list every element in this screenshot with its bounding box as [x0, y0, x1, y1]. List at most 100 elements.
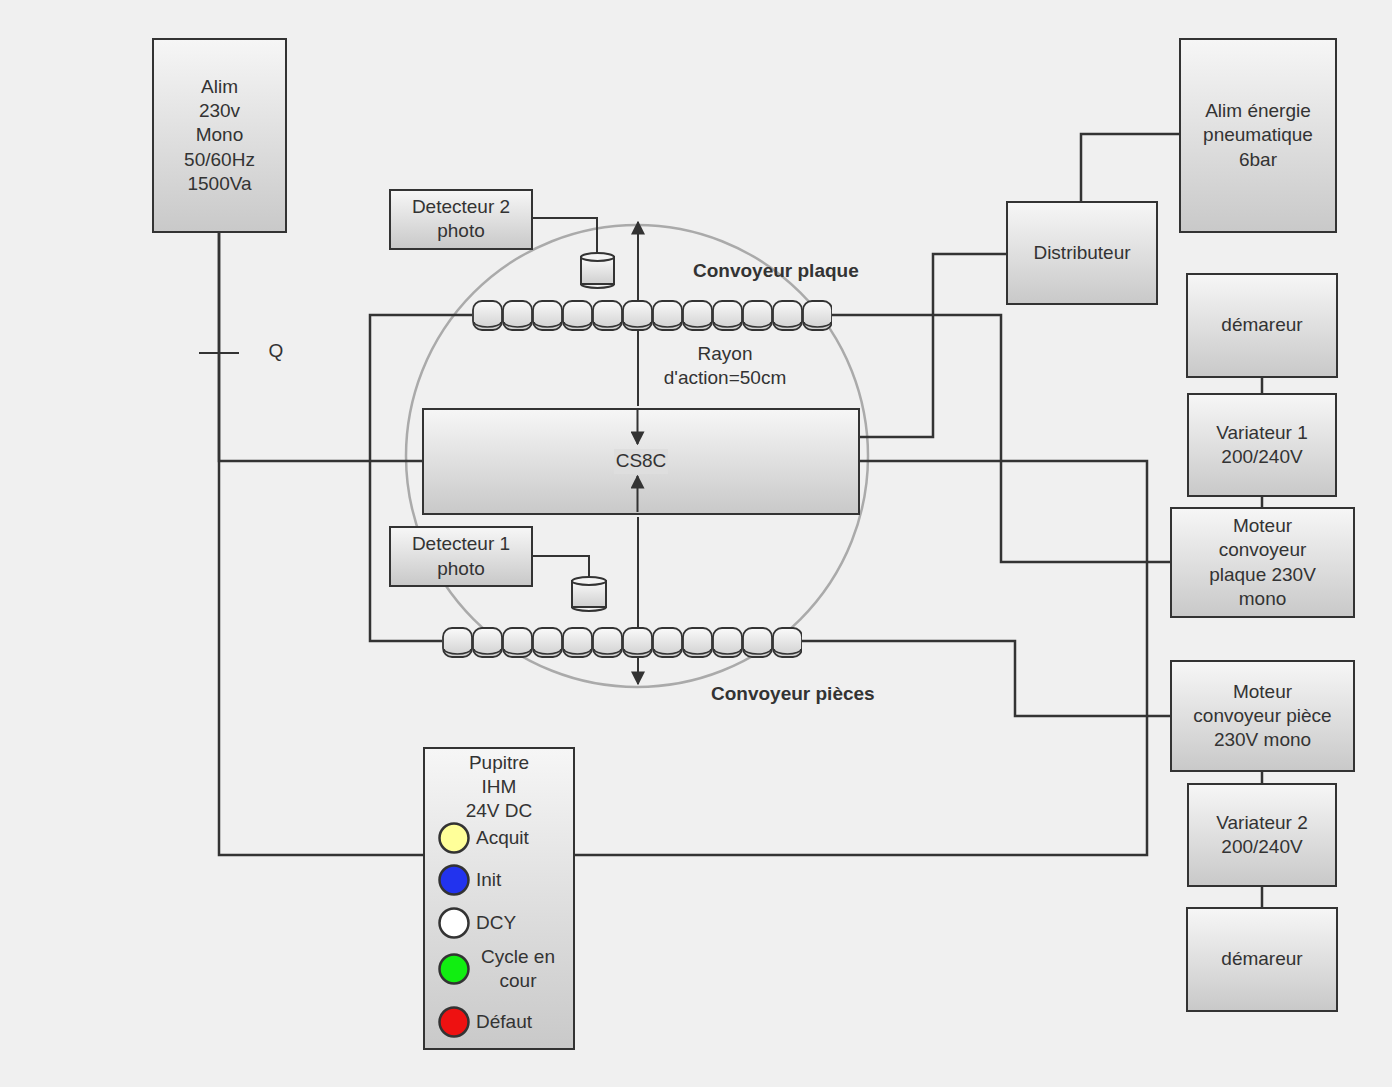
lamp-circle — [440, 955, 469, 984]
roller-edge — [624, 322, 651, 327]
roller — [743, 301, 772, 330]
box-label: Detecteur 2 photo — [396, 195, 526, 243]
roller-edge — [744, 322, 771, 327]
radius-arrow — [637, 517, 639, 684]
component-box: Variateur 1 200/240V — [1187, 393, 1337, 497]
radius-arrow — [637, 410, 639, 444]
radius-note: Rayon d'action=50cm — [640, 342, 810, 390]
wire — [1081, 134, 1179, 201]
component-box: Moteur convoyeur plaque 230V mono — [1170, 507, 1355, 618]
lamp-symbol — [438, 1006, 470, 1038]
roller — [503, 301, 532, 330]
roller-edge — [684, 649, 711, 654]
lamp-circle — [440, 909, 469, 938]
wire — [802, 641, 1170, 716]
roller — [653, 301, 682, 330]
wire — [1261, 497, 1264, 507]
indicator-light: Défaut — [438, 1006, 570, 1038]
box-label: Alim 230v Mono 50/60Hz 1500Va — [184, 75, 255, 196]
roller-edge — [534, 649, 561, 654]
roller-edge — [774, 322, 801, 327]
box-label: Distributeur — [1012, 241, 1152, 265]
box-label: démareur — [1192, 313, 1332, 337]
wire — [1261, 378, 1264, 393]
roller-edge — [594, 649, 621, 654]
roller — [713, 301, 742, 330]
lamp-label: Acquit — [476, 826, 529, 850]
component-box: Alim énergie pneumatique 6bar — [1179, 38, 1337, 233]
lamp-label: Init — [476, 868, 501, 892]
roller — [593, 301, 622, 330]
roller-edge — [654, 322, 681, 327]
breaker-label: Q — [266, 339, 286, 363]
roller — [533, 628, 562, 657]
conveyor-title: Convoyeur pièces — [711, 682, 875, 706]
sensor-wire — [533, 218, 597, 254]
roller — [683, 628, 712, 657]
component-box: démareur — [1186, 273, 1338, 378]
roller — [773, 301, 802, 330]
lamp-circle — [440, 866, 469, 895]
indicator-light: Acquit — [438, 822, 570, 854]
component-box: Variateur 2 200/240V — [1187, 783, 1337, 887]
box-label: démareur — [1192, 947, 1332, 971]
roller — [473, 628, 502, 657]
component-box: Moteur convoyeur pièce 230V mono — [1170, 660, 1355, 772]
box-label: Alim énergie pneumatique 6bar — [1203, 99, 1313, 171]
roller — [473, 301, 502, 330]
lamp-symbol — [438, 953, 470, 985]
roller-edge — [564, 649, 591, 654]
indicator-light: Init — [438, 864, 570, 896]
conveyor-rollers — [472, 300, 832, 333]
conveyor: Convoyeur plaque — [472, 300, 832, 331]
sensor-wire — [533, 556, 589, 578]
robot-controller-box: CS8C — [422, 408, 860, 515]
wire — [832, 315, 1170, 562]
wire — [860, 254, 1006, 437]
roller-edge — [714, 322, 741, 327]
roller-edge — [624, 649, 651, 654]
lamp-symbol — [438, 907, 470, 939]
lamp-symbol — [438, 864, 470, 896]
photo-sensor — [572, 577, 606, 611]
box-label: Pupitre IHM 24V DC — [464, 751, 534, 823]
component-box: démareur — [1186, 907, 1338, 1012]
wire — [1261, 772, 1264, 783]
roller-edge — [564, 322, 591, 327]
lamp-circle — [440, 824, 469, 853]
roller-edge — [474, 322, 501, 327]
roller — [653, 628, 682, 657]
lamp-label: Cycle en cour — [476, 945, 560, 993]
conveyor-rollers — [442, 627, 802, 660]
roller — [623, 628, 652, 657]
roller-edge — [504, 322, 531, 327]
radius-arrow — [637, 476, 639, 512]
roller-edge — [714, 649, 741, 654]
roller-edge — [594, 322, 621, 327]
box-label: CS8C — [614, 449, 669, 473]
wire — [1261, 887, 1264, 907]
breaker-mark — [199, 352, 239, 354]
box-label: Variateur 1 200/240V — [1206, 421, 1318, 469]
roller-edge — [444, 649, 471, 654]
component-box: Alim 230v Mono 50/60Hz 1500Va — [152, 38, 287, 233]
photo-sensor — [581, 253, 614, 288]
roller — [743, 628, 772, 657]
hmi-panel: Pupitre IHM 24V DCAcquitInitDCYCycle en … — [423, 747, 575, 1050]
roller-edge — [654, 649, 681, 654]
component-box: Detecteur 1 photo — [389, 526, 533, 587]
roller — [803, 301, 832, 330]
lamp-circle — [440, 1008, 469, 1037]
box-label: Detecteur 1 photo — [396, 532, 526, 580]
lamp-symbol — [438, 822, 470, 854]
conveyor: Convoyeur pièces — [442, 627, 802, 658]
indicator-light: Cycle en cour — [438, 943, 570, 996]
roller — [533, 301, 562, 330]
component-box: Detecteur 2 photo — [389, 189, 533, 250]
roller — [443, 628, 472, 657]
roller — [503, 628, 532, 657]
roller-edge — [474, 649, 501, 654]
roller — [623, 301, 652, 330]
